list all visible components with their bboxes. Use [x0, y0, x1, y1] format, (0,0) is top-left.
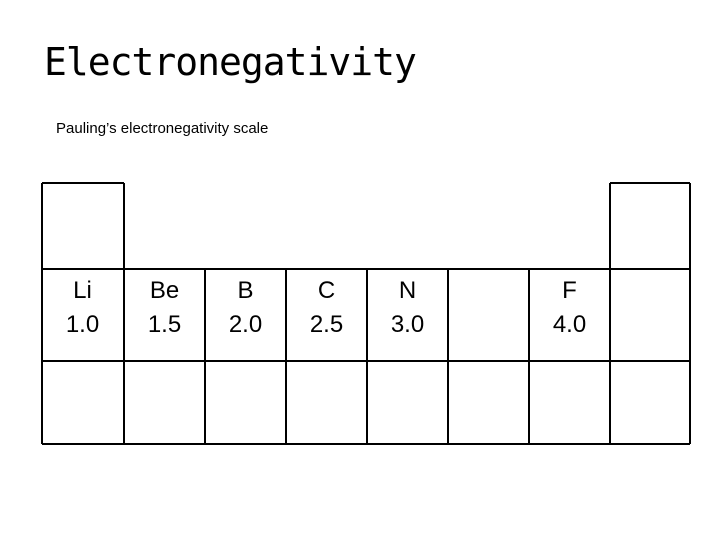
element-value: 2.0 — [228, 311, 263, 338]
element-symbol: B — [237, 277, 254, 304]
element-cell-f: F 4.0 — [529, 274, 610, 342]
element-value: 1.5 — [147, 311, 182, 338]
element-symbol: F — [562, 277, 577, 304]
element-symbol: C — [317, 277, 336, 304]
slide-title: Electronegativity — [44, 40, 417, 84]
element-value: 4.0 — [552, 311, 587, 338]
slide-subtitle: Pauling’s electronegativity scale — [56, 120, 269, 137]
element-symbol: Be — [149, 277, 180, 304]
element-cell-li: Li 1.0 — [42, 274, 123, 342]
element-cell-n: N 3.0 — [367, 274, 448, 342]
element-symbol: Li — [73, 277, 92, 304]
element-cell-be: Be 1.5 — [124, 274, 205, 342]
element-cell-b: B 2.0 — [205, 274, 286, 342]
element-cell-c: C 2.5 — [286, 274, 367, 342]
element-value: 2.5 — [309, 311, 344, 338]
element-value: 1.0 — [65, 311, 100, 338]
element-symbol: N — [398, 277, 417, 304]
element-value: 3.0 — [390, 311, 425, 338]
